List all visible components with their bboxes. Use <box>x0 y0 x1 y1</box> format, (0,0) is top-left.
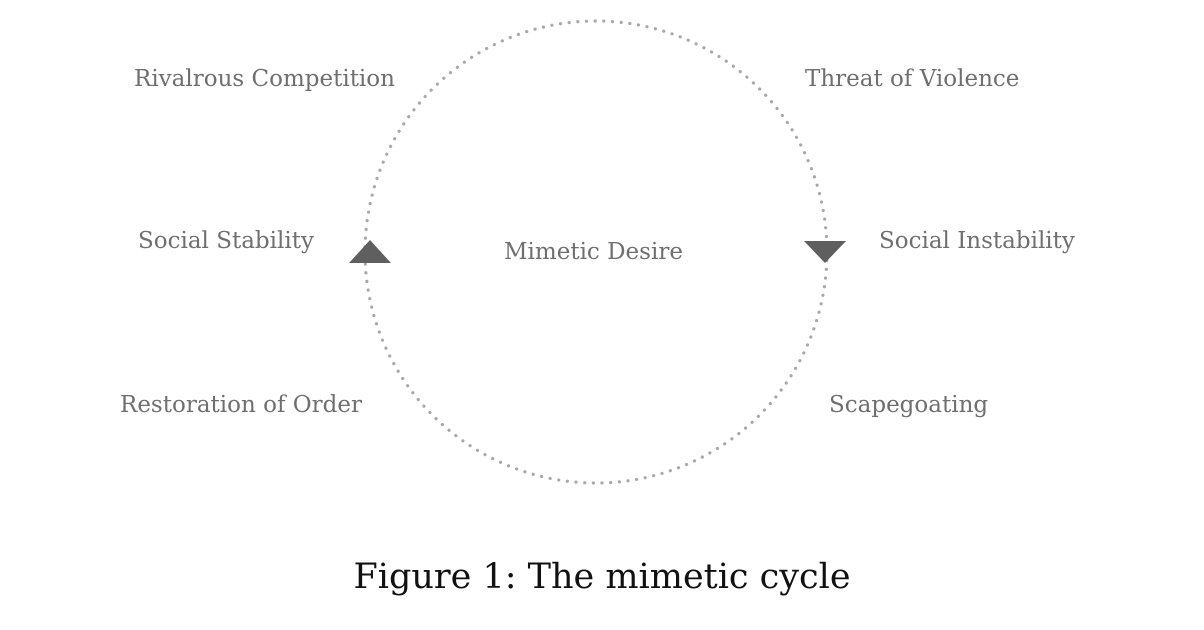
arrowhead-up-left <box>349 240 391 263</box>
arrowhead-down-right <box>804 241 846 263</box>
stage-social-stability: Social Stability <box>138 228 314 254</box>
figure-caption: Figure 1: The mimetic cycle <box>353 557 851 597</box>
stage-restoration-of-order: Restoration of Order <box>120 392 362 418</box>
stage-threat-of-violence: Threat of Violence <box>805 66 1020 92</box>
stage-scapegoating: Scapegoating <box>829 392 989 418</box>
center-label-mimetic-desire: Mimetic Desire <box>504 239 683 265</box>
stage-social-instability: Social Instability <box>879 228 1075 254</box>
stage-rivalrous-competition: Rivalrous Competition <box>134 66 395 92</box>
